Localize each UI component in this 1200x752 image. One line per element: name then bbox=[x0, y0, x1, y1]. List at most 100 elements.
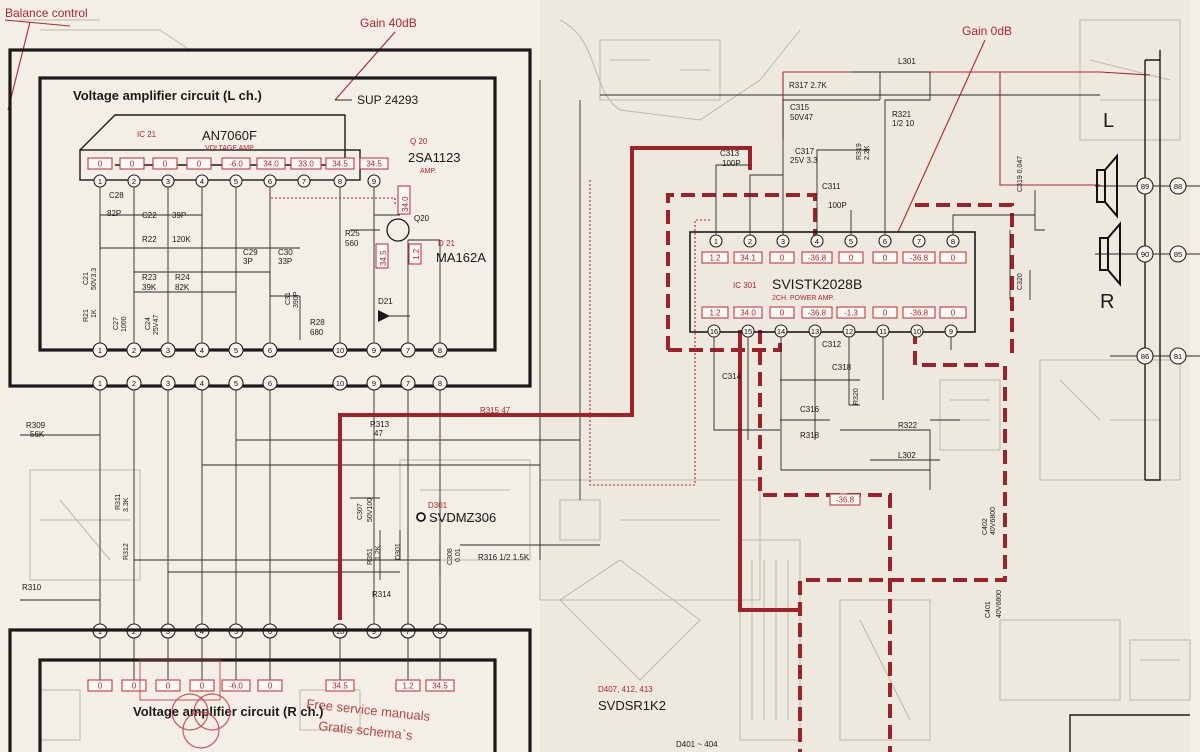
d21-diode-symbol bbox=[378, 310, 390, 322]
ic21-v3: 0 bbox=[163, 160, 168, 169]
gain-40db-label: Gain 40dB bbox=[360, 16, 417, 30]
svg-text:2.2K: 2.2K bbox=[864, 145, 871, 160]
c317-label: C317 bbox=[795, 147, 815, 156]
svg-text:5: 5 bbox=[849, 237, 853, 246]
ic21-voltage-row: 0 0 0 0 -6.0 34.0 33.0 34.5 34.5 bbox=[87, 157, 389, 170]
svg-text:82P: 82P bbox=[107, 209, 121, 218]
svg-text:82K: 82K bbox=[175, 283, 190, 292]
ic21-v1: 0 bbox=[98, 160, 103, 169]
balance-control-label: Balance control bbox=[5, 6, 88, 20]
svg-text:0: 0 bbox=[883, 254, 888, 263]
svg-text:0: 0 bbox=[268, 682, 273, 691]
amp-r-voltage-row: 0 0 0 0 -6.0 0 34.5 1.2 34.5 bbox=[87, 679, 455, 692]
ic21-v6: 34.0 bbox=[263, 160, 279, 169]
svg-text:680: 680 bbox=[310, 328, 324, 337]
svg-text:4: 4 bbox=[200, 346, 204, 355]
q20-label: Q20 bbox=[414, 214, 430, 223]
svg-text:9: 9 bbox=[949, 327, 953, 336]
ic21-pins: 1 2 3 4 5 6 7 8 9 bbox=[93, 174, 381, 188]
balance-control-leader bbox=[7, 21, 31, 111]
c318-label: C318 bbox=[832, 363, 852, 372]
d407-label: D407, 412, 413 bbox=[598, 685, 653, 694]
c24-label: C24 bbox=[145, 317, 152, 330]
power-amp-wiring bbox=[600, 71, 1100, 490]
svg-text:2: 2 bbox=[132, 346, 136, 355]
c29-label: C29 bbox=[243, 248, 258, 257]
svg-text:39P: 39P bbox=[172, 211, 186, 220]
stamp-line-2: Gratis schema`s bbox=[318, 718, 414, 743]
c402-label: C402 bbox=[982, 518, 989, 535]
svg-text:2: 2 bbox=[748, 237, 752, 246]
svg-text:-36.8: -36.8 bbox=[808, 309, 827, 318]
svg-text:13: 13 bbox=[811, 327, 819, 336]
svg-text:86: 86 bbox=[1141, 352, 1149, 361]
svg-text:6: 6 bbox=[268, 346, 272, 355]
svg-text:1: 1 bbox=[98, 177, 102, 186]
svg-text:6: 6 bbox=[883, 237, 887, 246]
r322-label: R322 bbox=[898, 421, 918, 430]
amp-l-part-number: SUP 24293 bbox=[357, 93, 418, 107]
ic301-name: SVISTK2028B bbox=[772, 276, 862, 292]
svg-text:3: 3 bbox=[781, 237, 785, 246]
neg-rail-voltage-box bbox=[829, 493, 861, 506]
svg-text:15: 15 bbox=[744, 327, 752, 336]
r319-label: R319 bbox=[856, 143, 863, 160]
svg-text:100P: 100P bbox=[722, 159, 741, 168]
svg-text:3: 3 bbox=[166, 379, 170, 388]
d21-name: MA162A bbox=[436, 250, 486, 265]
svg-text:560: 560 bbox=[345, 239, 359, 248]
ic301-top-voltages: 1.2 34.1 0 -36.8 0 0 -36.8 0 bbox=[701, 251, 967, 264]
v-34-0-label: 34.0 bbox=[401, 196, 410, 212]
svg-text:100P: 100P bbox=[828, 201, 847, 210]
svg-text:34.1: 34.1 bbox=[740, 254, 756, 263]
gain-0db-label: Gain 0dB bbox=[962, 24, 1012, 38]
c316-label: C316 bbox=[800, 405, 820, 414]
svg-text:7: 7 bbox=[406, 379, 410, 388]
ic301-desc: 2CH. POWER AMP. bbox=[772, 295, 834, 302]
svg-text:6: 6 bbox=[268, 177, 272, 186]
svg-text:0.01: 0.01 bbox=[455, 548, 462, 562]
c21-label: C21 bbox=[83, 272, 90, 285]
svg-text:3P: 3P bbox=[243, 257, 253, 266]
ic21-v5: -6.0 bbox=[229, 160, 243, 169]
svg-text:7: 7 bbox=[406, 346, 410, 355]
d301-ref: D301 bbox=[428, 501, 448, 510]
svg-text:1: 1 bbox=[98, 379, 102, 388]
svg-text:1.2: 1.2 bbox=[709, 309, 721, 318]
r312-label: R312 bbox=[123, 543, 130, 560]
svg-text:1: 1 bbox=[714, 237, 718, 246]
svg-text:-6.0: -6.0 bbox=[229, 682, 243, 691]
r321-label: R321 bbox=[892, 110, 912, 119]
svg-text:7: 7 bbox=[917, 237, 921, 246]
svg-text:1.2K: 1.2K bbox=[375, 545, 382, 560]
svg-text:10: 10 bbox=[913, 327, 921, 336]
c30-label: C30 bbox=[278, 248, 293, 257]
svg-text:2: 2 bbox=[132, 177, 136, 186]
svg-text:8: 8 bbox=[338, 177, 342, 186]
c401-label: C401 bbox=[985, 601, 992, 618]
q20-ref: Q 20 bbox=[410, 137, 428, 146]
ic21-v9: 34.5 bbox=[366, 160, 382, 169]
v-34-5-label: 34.5 bbox=[379, 250, 388, 266]
svg-text:25V47: 25V47 bbox=[153, 315, 160, 335]
svg-text:0: 0 bbox=[98, 682, 103, 691]
c314-label: C314 bbox=[722, 372, 742, 381]
svg-text:-1.3: -1.3 bbox=[844, 309, 858, 318]
r314-label: R314 bbox=[372, 590, 392, 599]
svg-text:-36.8: -36.8 bbox=[808, 254, 827, 263]
svg-text:81: 81 bbox=[1174, 352, 1182, 361]
svg-text:40V6800: 40V6800 bbox=[990, 507, 997, 535]
svg-text:34.5: 34.5 bbox=[332, 682, 348, 691]
svg-text:0: 0 bbox=[951, 309, 956, 318]
svg-text:34.0: 34.0 bbox=[740, 309, 756, 318]
svg-text:0: 0 bbox=[132, 682, 137, 691]
c315-label: C315 bbox=[790, 103, 810, 112]
svg-text:4: 4 bbox=[815, 237, 819, 246]
svg-text:47: 47 bbox=[374, 429, 383, 438]
d21-label: D21 bbox=[378, 297, 393, 306]
r316-label: R316 1/2 1.5K bbox=[478, 553, 530, 562]
c312-label: C312 bbox=[822, 340, 842, 349]
amp-l-wiring bbox=[99, 187, 441, 350]
svg-text:1K: 1K bbox=[91, 309, 98, 318]
